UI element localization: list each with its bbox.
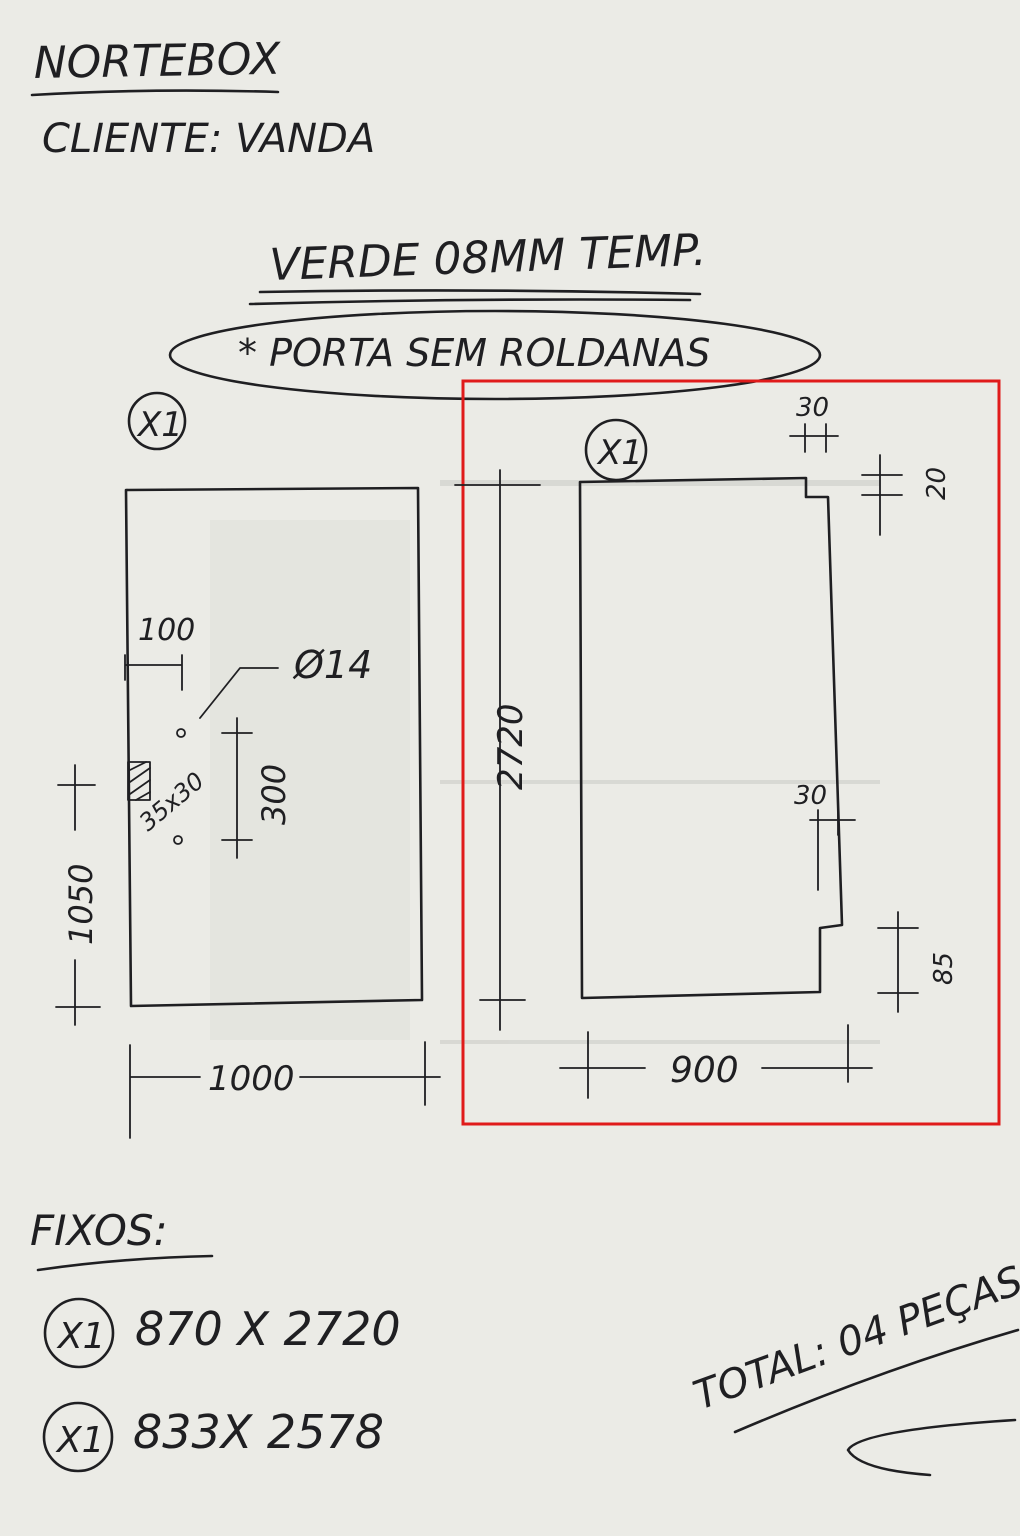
fixed-item-size: 870 X 2720: [135, 1302, 401, 1356]
panel-left-width: 1000: [208, 1059, 295, 1099]
header: NORTEBOX CLIENTE: VANDA VERDE 08MM TEMP.…: [30, 34, 822, 401]
total-text: TOTAL: 04 PEÇAS: [688, 1258, 1020, 1420]
hole-top: [176, 728, 186, 738]
fixed-item-size: 833X 2578: [133, 1405, 384, 1459]
company-name: NORTEBOX: [33, 34, 281, 89]
show-through-background: [210, 480, 880, 1044]
panel-left-slot-size: 35x30: [134, 767, 210, 837]
panel-right-qty: X1: [596, 433, 643, 473]
glass-underline-2: [248, 298, 692, 306]
fixed-title: FIXOS:: [30, 1206, 168, 1255]
panel-right-top-notch-width: 30: [796, 393, 829, 423]
panel-right-bottom-notch-height: 85: [929, 952, 959, 985]
panel-right-height: 2720: [491, 703, 531, 790]
total-block: TOTAL: 04 PEÇAS: [688, 1258, 1020, 1477]
panel-right-drawing: X1 2720 30 20 30 85 900: [454, 379, 1001, 1126]
panel-right-top-notch-height: 20: [922, 467, 952, 500]
panel-left-height: 1050: [62, 864, 100, 945]
panel-right-bottom-notch-width: 30: [794, 781, 827, 811]
glass-underline-1: [258, 289, 702, 296]
fixed-item-qty: X1: [55, 1420, 105, 1461]
door-note: * PORTA SEM ROLDANAS: [238, 331, 710, 375]
panel-right-width: 900: [670, 1050, 739, 1091]
panel-left-qty: X1: [136, 405, 183, 445]
fixed-item: X1 833X 2578: [42, 1401, 384, 1473]
panel-right-outline: [578, 476, 844, 1000]
panel-left-hole-spacing: 300: [255, 764, 293, 825]
note-ellipse: [168, 309, 822, 401]
panel-left-hole-diameter: Ø14: [292, 643, 372, 687]
company-underline: [30, 89, 280, 97]
panel-left-hole-offset: 100: [138, 613, 195, 648]
fixed-item: X1 870 X 2720: [43, 1297, 401, 1369]
fixed-item-qty: X1: [56, 1316, 106, 1357]
fixed-list: FIXOS: X1 870 X 2720 X1 833X 2578: [30, 1206, 401, 1473]
hole-bottom: [173, 835, 183, 845]
panel-left-outline: [124, 486, 424, 1008]
highlight-box: [461, 379, 1001, 1126]
glass-spec: VERDE 08MM TEMP.: [269, 225, 708, 291]
client-name: CLIENTE: VANDA: [42, 116, 375, 162]
